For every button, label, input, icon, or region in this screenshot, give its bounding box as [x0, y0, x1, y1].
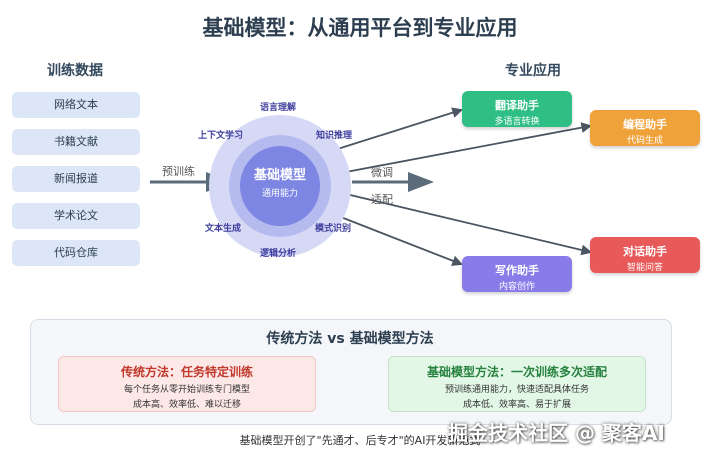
app-name: 翻译助手	[495, 99, 539, 112]
arrow-to-chat	[345, 193, 593, 256]
capability-label: 逻辑分析	[260, 249, 297, 259]
foundation-model-core	[240, 146, 320, 226]
training-item: 书籍文献	[12, 129, 140, 155]
watermark: 掘金技术社区 @ 聚客AI	[448, 421, 665, 445]
app-name: 写作助手	[495, 264, 539, 277]
apps-heading: 专业应用	[505, 63, 561, 79]
app-desc: 多语言转换	[494, 117, 540, 127]
training-data-heading: 训练数据	[47, 63, 103, 79]
app-desc: 内容创作	[498, 282, 535, 292]
training-item: 代码仓库	[12, 240, 140, 266]
capability-label: 文本生成	[205, 224, 242, 234]
training-item: 新闻报道	[12, 166, 140, 192]
app-translate: 翻译助手 多语言转换	[462, 91, 572, 127]
foundation-heading: 基础模型方法：一次训练多次适配	[426, 365, 607, 379]
foundation-line: 成本低、效率高、易于扩展	[462, 400, 571, 410]
training-item: 网络文本	[12, 92, 140, 118]
app-coding: 编程助手 代码生成	[590, 110, 700, 146]
app-desc: 智能问答	[626, 263, 663, 273]
comparison-title: 传统方法 vs 基础模型方法	[266, 331, 434, 347]
arrow-to-coding	[345, 122, 593, 173]
arrow-to-translate	[327, 107, 464, 153]
traditional-line: 成本高、效率低、难以迁移	[132, 400, 241, 410]
arrow-to-writing	[327, 211, 464, 266]
page-title: 基础模型：从通用平台到专业应用	[202, 16, 518, 40]
core-subtitle: 通用能力	[261, 189, 298, 199]
traditional-line: 每个任务从零开始训练专门模型	[123, 385, 250, 395]
training-item: 学术论文	[12, 203, 140, 229]
pretrain-label: 预训练	[162, 165, 195, 178]
finetune-arrow	[352, 172, 434, 192]
app-chat: 对话助手 智能问答	[590, 237, 700, 273]
capability-label: 知识推理	[316, 131, 353, 141]
foundation-method-card: 基础模型方法：一次训练多次适配 预训练通用能力，快速适配具体任务 成本低、效率高…	[388, 356, 646, 412]
app-name: 对话助手	[623, 245, 667, 258]
app-name: 编程助手	[623, 118, 667, 131]
footnote: 基础模型开创了"先通才、后专才"的AI开发新范式	[239, 434, 481, 447]
capability-label: 语言理解	[260, 103, 297, 113]
adapt-label: 适配	[371, 193, 393, 206]
app-desc: 代码生成	[626, 136, 663, 146]
capability-label: 上下文学习	[198, 131, 244, 141]
finetune-label: 微调	[371, 166, 393, 179]
app-writing: 写作助手 内容创作	[462, 256, 572, 292]
traditional-heading: 传统方法：任务特定训练	[120, 365, 253, 379]
traditional-method-card: 传统方法：任务特定训练 每个任务从零开始训练专门模型 成本高、效率低、难以迁移	[58, 356, 316, 412]
foundation-line: 预训练通用能力，快速适配具体任务	[444, 385, 589, 395]
core-title: 基础模型	[253, 168, 306, 183]
capability-label: 模式识别	[315, 224, 352, 234]
